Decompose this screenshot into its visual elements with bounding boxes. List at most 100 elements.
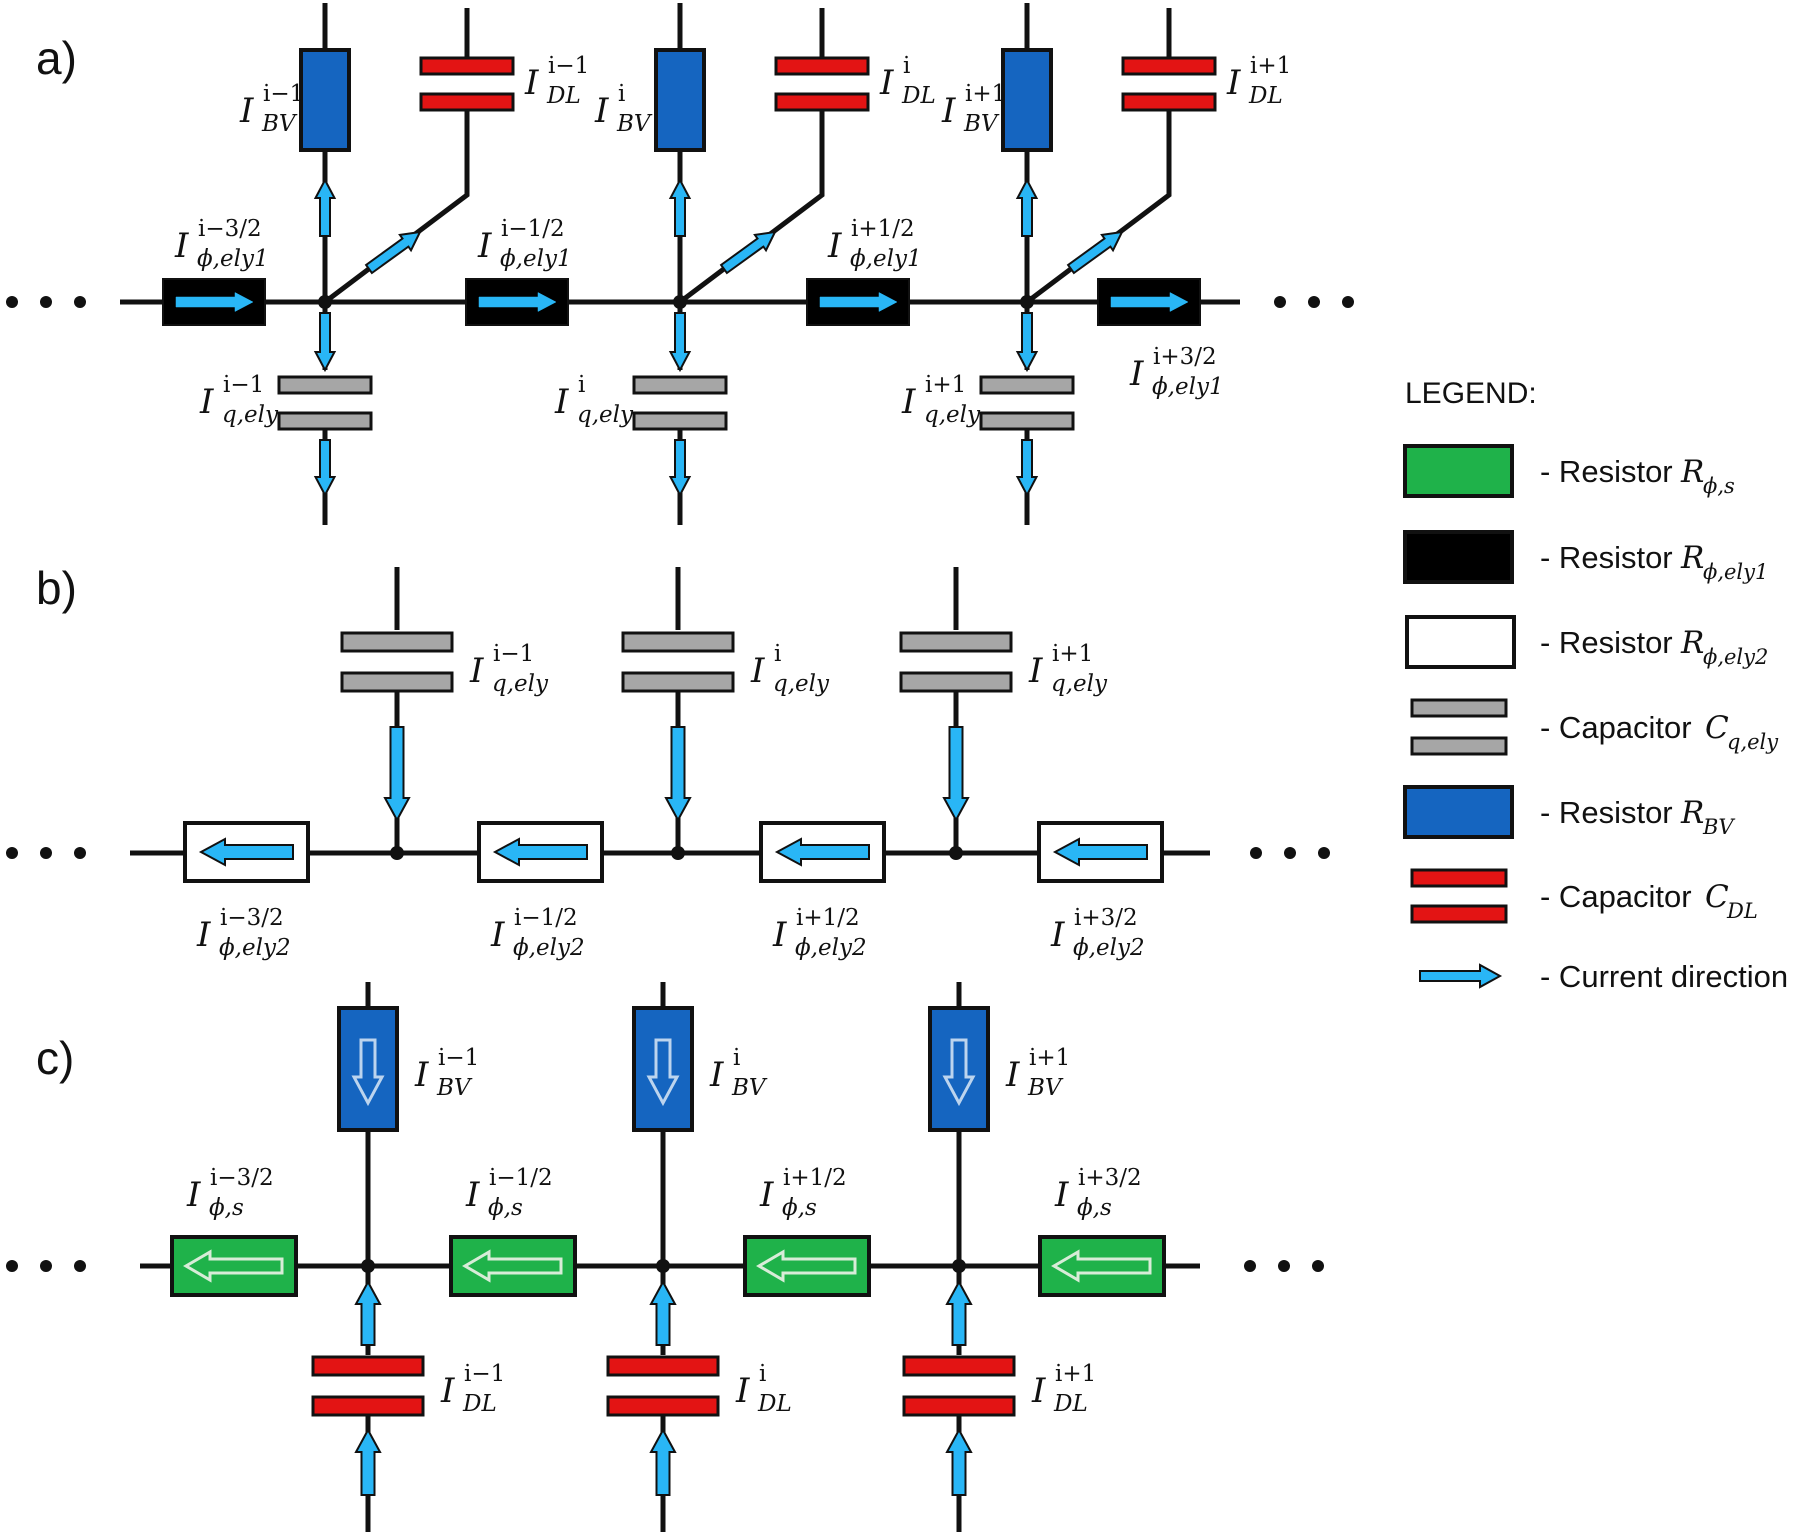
ely2-current-arrow-icon: [774, 837, 870, 867]
legend-item-text: - Resistor: [1540, 795, 1673, 830]
current-symbol: I: [879, 63, 894, 103]
current-symbol: I: [196, 915, 211, 955]
dl-capacitor: [774, 56, 870, 112]
q-ely-capacitor: [277, 375, 373, 431]
junction-node: [952, 1259, 966, 1273]
dl-current-arrow-icon: [1066, 230, 1124, 275]
current-symbol: I: [709, 1055, 724, 1095]
legend-symbol-subscript: ϕ,ely1: [1703, 560, 1768, 584]
dl-in-arrow-icon: [945, 1427, 973, 1496]
junction-node: [390, 846, 404, 860]
current-subscript: BV: [963, 111, 1000, 137]
current-symbol: I: [901, 382, 916, 422]
dl-in-arrow-icon: [649, 1427, 677, 1496]
legend-item-text: - Capacitor: [1540, 879, 1692, 914]
current-symbol: I: [1031, 1371, 1046, 1411]
current-subscript: ϕ,ely1: [1152, 374, 1224, 400]
current-superscript: i+3/2: [1078, 1165, 1142, 1191]
current-subscript: DL: [757, 1391, 792, 1417]
q-ely-current-arrow-icon: [664, 726, 692, 823]
current-subscript: q,ely: [924, 402, 981, 428]
current-subscript: q,ely: [577, 402, 634, 428]
dl-current-arrow-icon: [649, 1279, 677, 1346]
q-ely-capacitor: [340, 631, 454, 693]
bv-resistor: [654, 48, 706, 152]
dl-capacitor: [606, 1355, 720, 1417]
capacitor-plate: [632, 375, 728, 395]
capacitor-plate: [902, 1355, 1016, 1377]
current-superscript: i+1/2: [783, 1165, 847, 1191]
q-ely-capacitor: [632, 375, 728, 431]
q-ely-capacitor: [979, 375, 1075, 431]
s-resistor-body: [449, 1235, 577, 1297]
panel-a-ellipsis-left: [6, 296, 86, 308]
panel-b-ellipsis-right: [1250, 847, 1330, 859]
current-superscript: i: [903, 53, 910, 79]
s-resistor-body: [1038, 1235, 1166, 1297]
dl-current-arrow-icon: [354, 1279, 382, 1346]
current-symbol: I: [440, 1371, 455, 1411]
current-subscript: BV: [261, 111, 298, 137]
ely1-current-arrow-icon: [175, 292, 254, 312]
current-subscript: BV: [436, 1075, 473, 1101]
current-subscript: ϕ,ely2: [513, 935, 585, 961]
panel-b-ellipsis-left: [6, 847, 86, 859]
current-superscript: i−1/2: [501, 216, 565, 242]
q-ely-current-arrow-icon: [942, 726, 970, 823]
legend-item-text: - Current direction: [1540, 959, 1788, 994]
bv-current-arrow-icon: [351, 1038, 385, 1107]
bv-current-arrow-icon: [942, 1038, 976, 1107]
capacitor-plate: [311, 1395, 425, 1417]
current-subscript: DL: [546, 83, 581, 109]
current-symbol: I: [239, 91, 254, 131]
ely1-current-arrow-icon: [1110, 292, 1189, 312]
current-symbol: I: [827, 226, 842, 266]
s-current-arrow-icon: [183, 1249, 284, 1283]
dl-capacitor: [419, 56, 515, 112]
current-superscript: i: [759, 1361, 766, 1387]
current-symbol: I: [1226, 63, 1241, 103]
legend-symbol: R: [1680, 625, 1704, 661]
current-superscript: i+1: [965, 81, 1006, 107]
bv-current-arrow-icon: [313, 177, 337, 237]
bv-resistor: [299, 48, 351, 152]
capacitor-plate: [340, 671, 454, 693]
capacitor-plate: [1410, 904, 1508, 924]
bv-resistor: [632, 1006, 694, 1132]
current-symbol: I: [1005, 1055, 1020, 1095]
current-symbol: I: [414, 1055, 429, 1095]
capacitor-plate: [979, 411, 1075, 431]
current-symbol: I: [594, 91, 609, 131]
dl-capacitor: [1121, 56, 1217, 112]
current-superscript: i: [774, 641, 781, 667]
current-subscript: ϕ,s: [488, 1195, 523, 1221]
legend-symbol-subscript: DL: [1726, 899, 1758, 923]
current-superscript: i: [618, 81, 625, 107]
current-symbol: I: [1028, 651, 1043, 691]
legend-item-text: - Resistor: [1540, 540, 1673, 575]
current-symbol: I: [759, 1175, 774, 1215]
q-ely-current-arrow-icon: [313, 312, 337, 373]
current-symbol: I: [941, 91, 956, 131]
s-resistor-body: [170, 1235, 298, 1297]
capacitor-plate: [1121, 56, 1217, 76]
current-superscript: i+3/2: [1153, 344, 1217, 370]
ely2-current-arrow-icon: [492, 837, 588, 867]
